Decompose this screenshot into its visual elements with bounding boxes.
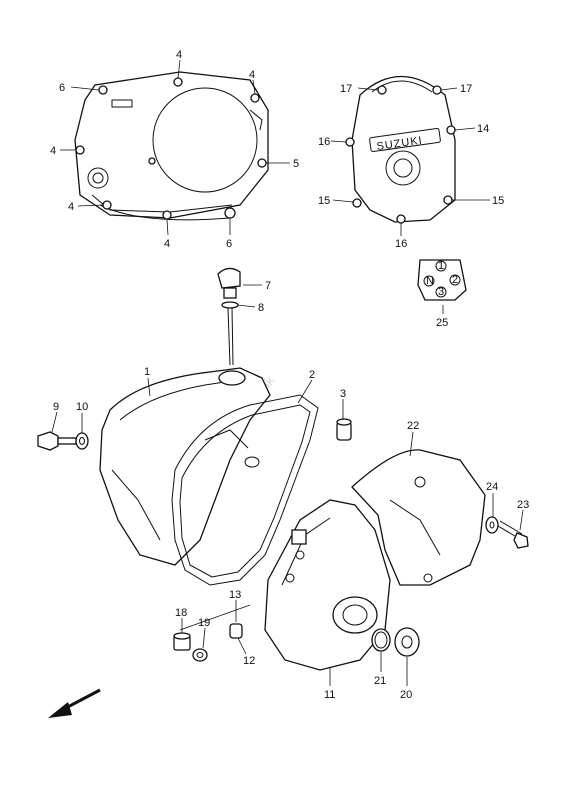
- callout-7[interactable]: 7: [265, 280, 271, 292]
- leader-lines: [51, 59, 524, 686]
- callout-10[interactable]: 10: [76, 401, 88, 413]
- callout-5[interactable]: 5: [293, 158, 299, 170]
- callout-17[interactable]: 17: [340, 83, 352, 95]
- callout-4[interactable]: 4: [249, 69, 255, 81]
- sprocket-cover[interactable]: [351, 449, 486, 586]
- callout-24[interactable]: 24: [486, 481, 498, 493]
- generator-cover-assembly[interactable]: SUZUKI: [345, 76, 456, 224]
- clutch-cover-assembly[interactable]: [74, 71, 269, 221]
- o-ring-21[interactable]: [371, 628, 391, 652]
- callout-4[interactable]: 4: [176, 49, 182, 61]
- washer-10[interactable]: [75, 432, 89, 450]
- callout-15[interactable]: 15: [318, 195, 330, 207]
- callout-13[interactable]: 13: [229, 589, 241, 601]
- plug-20[interactable]: [394, 627, 420, 657]
- callout-23[interactable]: 23: [517, 499, 529, 511]
- oil-dipstick[interactable]: [217, 267, 241, 366]
- callout-6[interactable]: 6: [226, 238, 232, 250]
- callout-8[interactable]: 8: [258, 302, 264, 314]
- indicator-two: 2: [452, 274, 458, 286]
- indicator-neutral: N: [426, 275, 434, 287]
- callout-4[interactable]: 4: [68, 201, 74, 213]
- callout-1[interactable]: 1: [144, 366, 150, 378]
- callout-3[interactable]: 3: [340, 388, 346, 400]
- callout-17[interactable]: 17: [460, 83, 472, 95]
- callout-14[interactable]: 14: [477, 123, 489, 135]
- callout-4[interactable]: 4: [164, 238, 170, 250]
- callout-22[interactable]: 22: [407, 420, 419, 432]
- dowel-pin[interactable]: [336, 418, 352, 441]
- indicator-three: 3: [438, 286, 444, 298]
- callout-20[interactable]: 20: [400, 689, 412, 701]
- callout-11[interactable]: 11: [324, 689, 335, 701]
- indicator-one: 1: [438, 260, 444, 272]
- crankcase-cover[interactable]: [99, 367, 271, 566]
- callout-19[interactable]: 19: [198, 617, 210, 629]
- bolt-23[interactable]: [497, 520, 529, 549]
- callout-4[interactable]: 4: [50, 145, 56, 157]
- bolt-9[interactable]: [37, 431, 77, 451]
- callout-21[interactable]: 21: [374, 675, 386, 687]
- plug-18[interactable]: [173, 632, 191, 651]
- gear-indicator-plate[interactable]: 1 N 2 3: [417, 259, 467, 301]
- callout-2[interactable]: 2: [309, 369, 315, 381]
- gasket[interactable]: [171, 394, 319, 586]
- washer-24[interactable]: [485, 516, 499, 534]
- callout-6[interactable]: 6: [59, 82, 65, 94]
- callout-25[interactable]: 25: [436, 317, 448, 329]
- callout-16[interactable]: 16: [318, 136, 330, 148]
- arrow-down-left-icon: [48, 688, 101, 718]
- callout-16[interactable]: 16: [395, 238, 407, 250]
- callout-18[interactable]: 18: [175, 607, 187, 619]
- callout-9[interactable]: 9: [53, 401, 59, 413]
- o-ring-19[interactable]: [192, 648, 208, 662]
- generator-outer-cover[interactable]: [264, 499, 391, 671]
- dowel-13[interactable]: [229, 623, 243, 639]
- callout-15[interactable]: 15: [492, 195, 504, 207]
- callout-labels: 4 6 4 4 5 4 4 6 17 17 16 14 15 15 16 25 …: [50, 49, 529, 701]
- callout-12[interactable]: 12: [243, 655, 255, 667]
